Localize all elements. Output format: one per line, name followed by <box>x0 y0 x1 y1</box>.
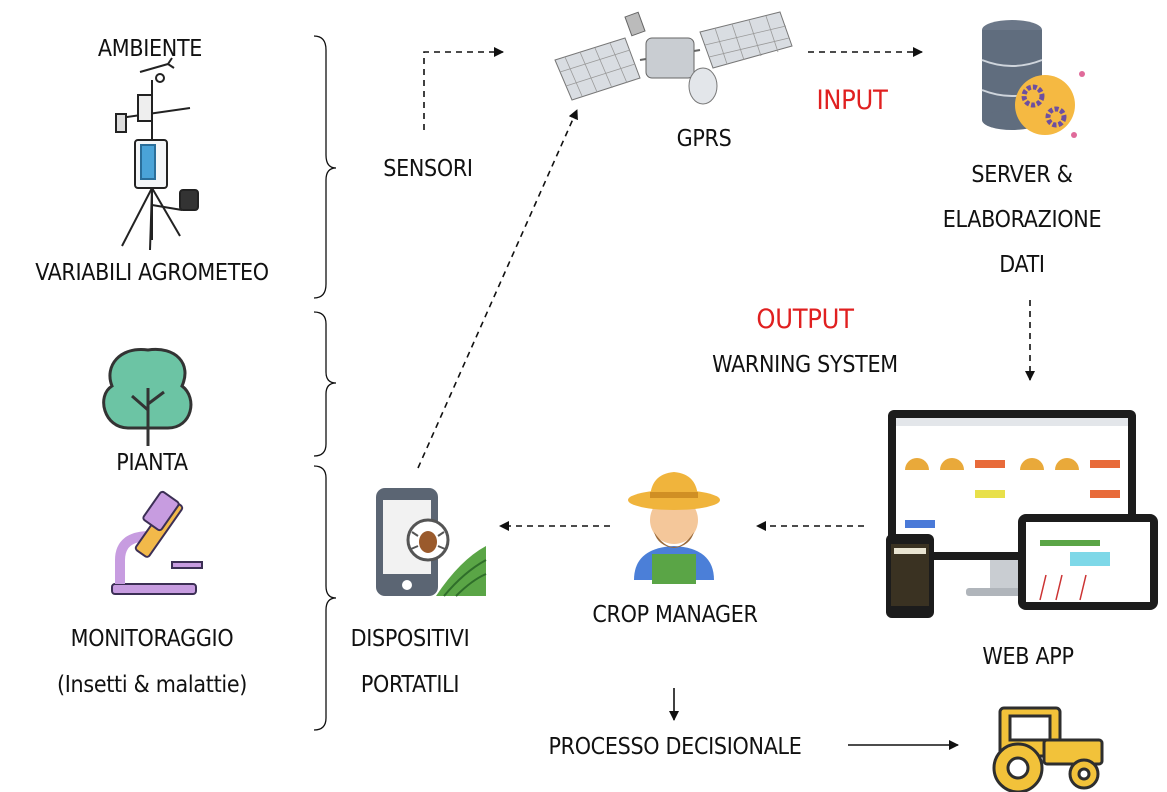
weather-station-icon <box>115 57 199 251</box>
label-server-line1: SERVER & <box>971 162 1073 188</box>
label-ambiente: AMBIENTE <box>97 36 203 62</box>
label-monitoraggio-line1: MONITORAGGIO <box>70 626 234 652</box>
label-dispositivi-line1: DISPOSITIVI <box>350 626 470 652</box>
label-dispositivi-line2: PORTATILI <box>360 672 460 698</box>
microscope-icon <box>111 490 203 595</box>
label-sensori: SENSORI <box>383 156 473 182</box>
label-processo-decisionale: PROCESSO DECISIONALE <box>548 734 802 760</box>
label-web-app: WEB APP <box>982 644 1074 670</box>
label-pianta: PIANTA <box>116 450 188 476</box>
server-gears-icon <box>981 20 1085 138</box>
smartphone-bug-icon <box>376 488 487 597</box>
arrow-sensori-to-gprs <box>423 47 504 130</box>
brace-monitoraggio <box>313 465 337 731</box>
satellite-icon <box>554 11 793 105</box>
label-server-line2: ELABORAZIONE <box>942 207 1102 233</box>
label-variabili-agrometeo: VARIABILI AGROMETEO <box>35 260 269 286</box>
devices-icon <box>886 410 1158 618</box>
brace-pianta <box>313 311 337 457</box>
label-output: OUTPUT <box>756 304 854 335</box>
label-server-line3: DATI <box>999 252 1045 278</box>
tractor-icon <box>992 706 1104 792</box>
brace-ambiente <box>313 35 337 299</box>
label-gprs: GPRS <box>676 126 732 152</box>
label-monitoraggio-line2: (Insetti & malattie) <box>56 672 248 698</box>
label-crop-manager: CROP MANAGER <box>592 602 758 628</box>
label-input: INPUT <box>816 85 888 116</box>
farmer-icon <box>628 472 720 584</box>
label-warning-system: WARNING SYSTEM <box>712 352 898 378</box>
tree-icon <box>102 347 193 446</box>
